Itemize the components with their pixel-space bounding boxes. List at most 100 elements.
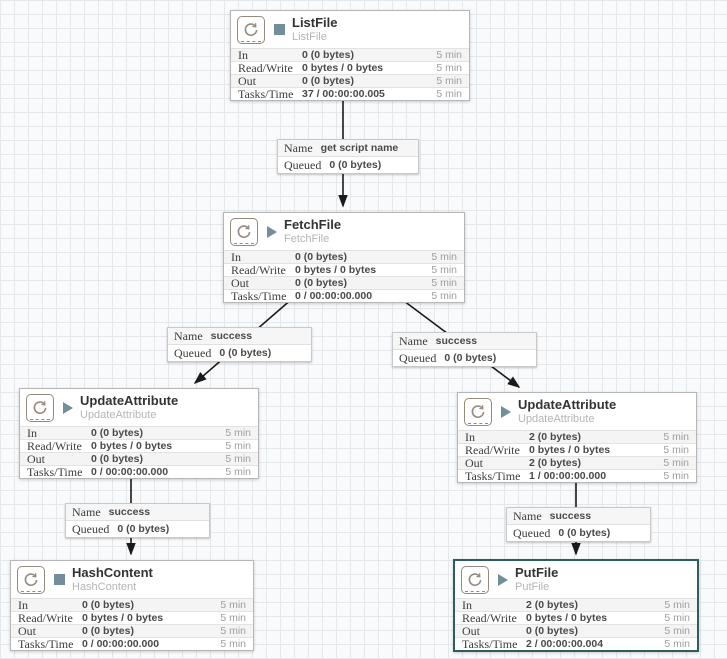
connection-queued-key: Queued [284, 158, 322, 172]
stat-value-tasks-time: 1 / 00:00:00.000 [529, 470, 607, 482]
circular-arrows-icon [237, 224, 251, 238]
stat-window: 5 min [431, 251, 457, 263]
processor-putfile[interactable]: PutFile PutFile In 2 (0 bytes) 5 min Rea… [453, 559, 699, 652]
connection-queued-key: Queued [513, 526, 551, 540]
processor-header: ListFile ListFile [231, 11, 469, 48]
stat-label-in: In [462, 598, 472, 611]
stat-window: 5 min [220, 599, 246, 611]
processor-type-icon [237, 15, 265, 44]
stat-value-in: 0 (0 bytes) [302, 49, 354, 61]
stat-row-read-write: Read/Write 0 bytes / 0 bytes 5 min [224, 263, 464, 276]
circular-arrows-icon [244, 22, 258, 36]
connection-queued-value: 0 (0 bytes) [219, 347, 272, 359]
stat-window: 5 min [663, 431, 689, 443]
connection-name-key: Name [174, 329, 203, 343]
stat-label-read-write: Read/Write [462, 611, 517, 624]
circular-arrows-icon [471, 404, 485, 418]
connection-queued-row: Queued 0 (0 bytes) [507, 524, 650, 541]
connection-queued-key: Queued [399, 351, 437, 365]
processor-type: ListFile [292, 30, 327, 43]
stat-row-in: In 2 (0 bytes) 5 min [455, 598, 697, 611]
processor-updateattribute-left[interactable]: UpdateAttribute UpdateAttribute In 0 (0 … [19, 388, 259, 479]
stat-label-out: Out [462, 624, 480, 637]
stat-window: 5 min [436, 62, 462, 74]
connection-name-value: success [549, 510, 592, 522]
stat-window: 5 min [663, 457, 689, 469]
connection-name-row: Name get script name [278, 140, 418, 156]
stat-label-tasks-time: Tasks/Time [18, 637, 74, 650]
stat-label-read-write: Read/Write [465, 443, 520, 456]
stat-value-out: 2 (0 bytes) [529, 457, 581, 469]
stat-window: 5 min [436, 49, 462, 61]
processor-title: HashContent [72, 564, 153, 580]
connection-queued-row: Queued 0 (0 bytes) [393, 349, 536, 366]
stat-window: 5 min [225, 453, 251, 465]
processor-title: UpdateAttribute [518, 396, 617, 412]
processor-type: UpdateAttribute [80, 408, 157, 421]
processor-listfile[interactable]: ListFile ListFile In 0 (0 bytes) 5 min R… [230, 10, 470, 101]
stat-value-out: 0 (0 bytes) [295, 277, 347, 289]
processor-type-icon [230, 217, 258, 246]
stat-value-read-write: 0 bytes / 0 bytes [529, 444, 611, 456]
stat-row-out: Out 2 (0 bytes) 5 min [458, 456, 696, 469]
stat-window: 5 min [663, 470, 689, 482]
processor-title: FetchFile [284, 216, 342, 232]
stat-row-in: In 0 (0 bytes) 5 min [11, 598, 253, 611]
connection-label-success-2[interactable]: Name success Queued 0 (0 bytes) [392, 332, 537, 367]
connection-name-value: success [108, 506, 151, 518]
stat-row-tasks-time: Tasks/Time 1 / 00:00:00.000 5 min [458, 469, 696, 482]
stat-label-in: In [238, 48, 248, 61]
stat-label-read-write: Read/Write [231, 263, 286, 276]
stat-value-tasks-time: 37 / 00:00:00.005 [302, 88, 385, 100]
processor-type-icon [461, 565, 489, 594]
stat-row-read-write: Read/Write 0 bytes / 0 bytes 5 min [455, 611, 697, 624]
connection-name-key: Name [399, 334, 428, 348]
stat-window: 5 min [225, 466, 251, 478]
connection-name-value: success [435, 335, 478, 347]
stat-row-tasks-time: Tasks/Time 2 / 00:00:00.004 5 min [455, 637, 697, 650]
processor-hashcontent[interactable]: HashContent HashContent In 0 (0 bytes) 5… [10, 560, 254, 651]
connection-name-value: get script name [320, 142, 399, 154]
stat-window: 5 min [431, 290, 457, 302]
stat-row-in: In 2 (0 bytes) 5 min [458, 430, 696, 443]
connection-queued-key: Queued [174, 346, 212, 360]
run-state-icon [54, 574, 65, 585]
stat-window: 5 min [664, 625, 690, 637]
connection-label-get-script-name[interactable]: Name get script name Queued 0 (0 bytes) [277, 139, 419, 174]
stat-label-out: Out [18, 624, 36, 637]
connection-name-key: Name [72, 505, 101, 519]
processor-updateattribute-right[interactable]: UpdateAttribute UpdateAttribute In 2 (0 … [457, 392, 697, 483]
processor-type: FetchFile [284, 232, 330, 245]
stat-row-read-write: Read/Write 0 bytes / 0 bytes 5 min [458, 443, 696, 456]
stat-row-out: Out 0 (0 bytes) 5 min [11, 624, 253, 637]
processor-header: UpdateAttribute UpdateAttribute [458, 393, 696, 430]
connection-name-row: Name success [393, 333, 536, 349]
stat-row-tasks-time: Tasks/Time 37 / 00:00:00.005 5 min [231, 87, 469, 100]
stat-window: 5 min [431, 264, 457, 276]
stat-label-tasks-time: Tasks/Time [231, 289, 287, 302]
circular-arrows-icon [468, 572, 482, 586]
stat-row-tasks-time: Tasks/Time 0 / 00:00:00.000 5 min [11, 637, 253, 650]
stat-value-out: 0 (0 bytes) [82, 625, 134, 637]
processor-title: UpdateAttribute [80, 392, 179, 408]
connection-queued-value: 0 (0 bytes) [329, 159, 382, 171]
stat-value-tasks-time: 0 / 00:00:00.000 [82, 638, 160, 650]
connection-label-success-4[interactable]: Name success Queued 0 (0 bytes) [506, 507, 651, 542]
stat-value-read-write: 0 bytes / 0 bytes [82, 612, 164, 624]
connection-label-success-3[interactable]: Name success Queued 0 (0 bytes) [65, 503, 210, 538]
stat-value-in: 0 (0 bytes) [82, 599, 134, 611]
stat-value-in: 0 (0 bytes) [91, 427, 143, 439]
connection-label-success-1[interactable]: Name success Queued 0 (0 bytes) [167, 327, 312, 362]
connection-queued-key: Queued [72, 522, 110, 536]
stat-value-tasks-time: 2 / 00:00:00.004 [526, 638, 604, 650]
stat-label-in: In [465, 430, 475, 443]
stat-value-out: 0 (0 bytes) [91, 453, 143, 465]
stat-label-out: Out [465, 456, 483, 469]
stat-label-in: In [18, 598, 28, 611]
processor-type-icon [464, 397, 492, 426]
stat-window: 5 min [431, 277, 457, 289]
stat-label-tasks-time: Tasks/Time [465, 469, 521, 482]
run-state-icon [63, 401, 73, 414]
processor-fetchfile[interactable]: FetchFile FetchFile In 0 (0 bytes) 5 min… [223, 212, 465, 303]
